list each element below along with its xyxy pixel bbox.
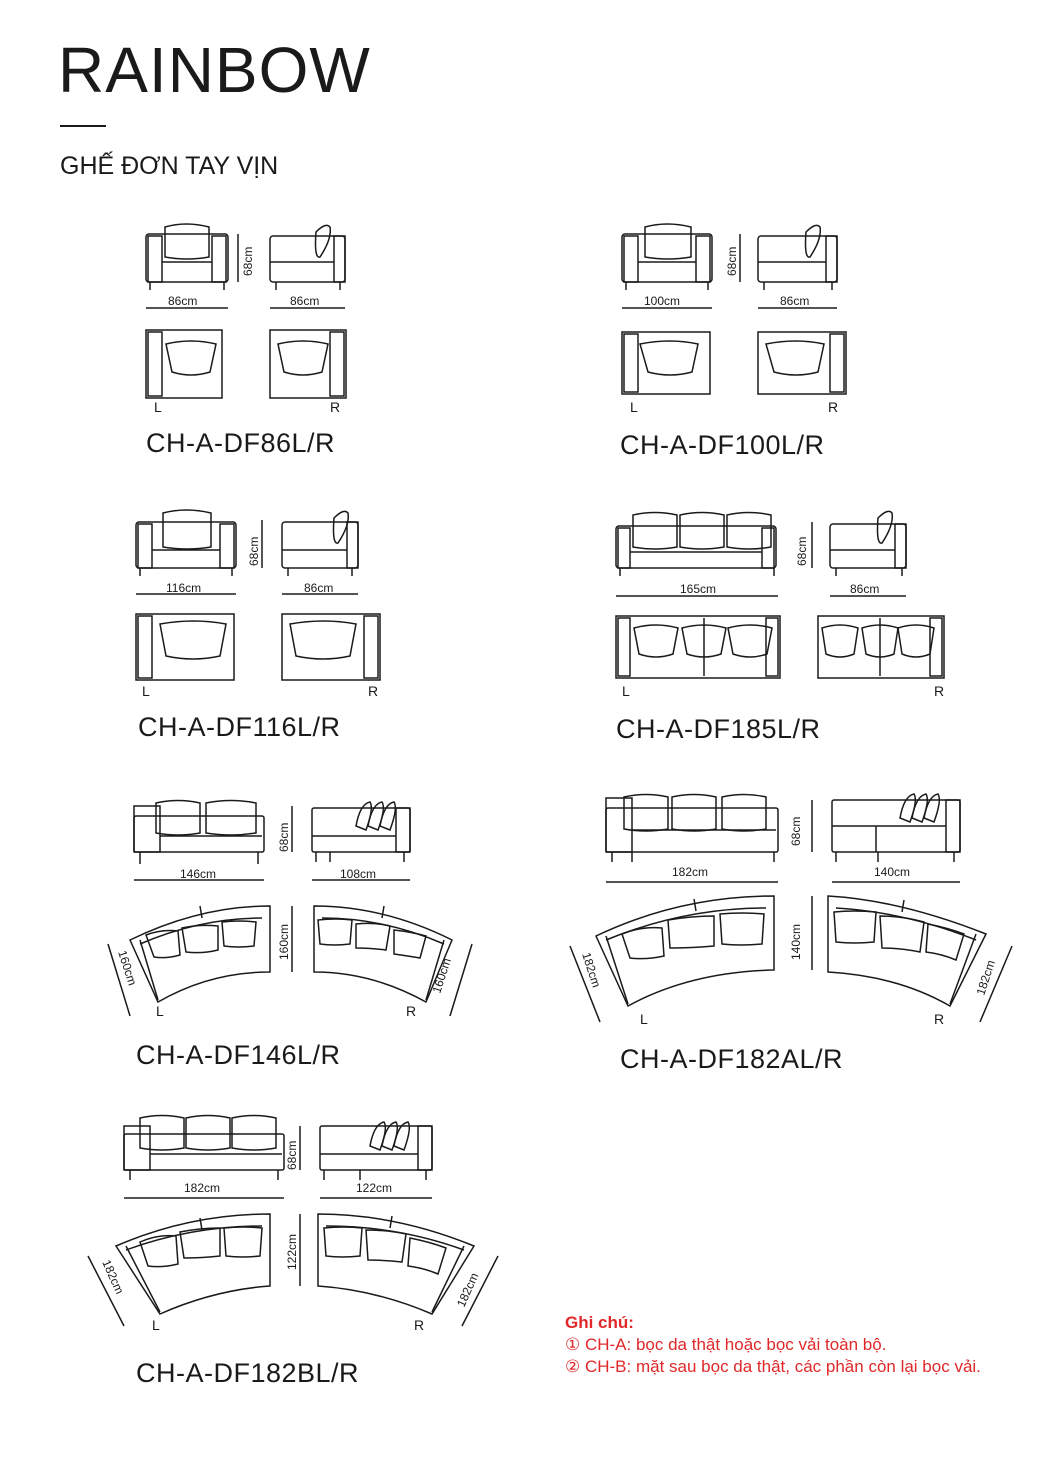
model-100-dimension-lines (622, 234, 837, 309)
notes-title: Ghi chú: (565, 1313, 634, 1332)
model-code-df182b: CH-A-DF182BL/R (136, 1358, 360, 1388)
model-182b-dimension-lines (87, 1126, 499, 1327)
m7-arc-right: 182cm (454, 1271, 481, 1310)
model-116-plan-views (135, 613, 381, 681)
model-116-side-view (281, 510, 359, 576)
model-182a-curved-plan-left (595, 895, 775, 1008)
model-146-curved-plan-right (313, 905, 453, 1004)
m1-left-label: L (154, 399, 162, 415)
m3-right-label: R (368, 683, 378, 699)
m4-height: 68cm (795, 537, 809, 566)
page-subtitle: GHẾ ĐƠN TAY VỊN (60, 152, 279, 180)
m4-front-width: 165cm (680, 582, 716, 596)
model-100-plan-views (621, 331, 847, 395)
model-185-side-view (829, 510, 907, 576)
m7-arc-left: 182cm (99, 1258, 126, 1297)
m2-height: 68cm (725, 247, 739, 276)
m5-height: 68cm (277, 823, 291, 852)
model-116-dimension-lines (136, 520, 358, 595)
model-185-front-view (615, 511, 777, 576)
m6-height: 68cm (789, 817, 803, 846)
m3-height: 68cm (247, 537, 261, 566)
title-divider (60, 125, 106, 127)
model-185-dimension-lines (616, 522, 906, 597)
m2-left-label: L (630, 399, 638, 415)
m1-side-width: 86cm (290, 294, 319, 308)
m4-left-label: L (622, 683, 630, 699)
m7-left-label: L (152, 1317, 160, 1333)
m1-height: 68cm (241, 247, 255, 276)
note-item-1: ① CH-A: bọc da thật hoặc bọc vải toàn bộ… (565, 1335, 887, 1354)
model-146-dimension-lines (107, 806, 473, 1017)
m1-right-label: R (330, 399, 340, 415)
m6-side-width: 140cm (874, 865, 910, 879)
m5-left-label: L (156, 1003, 164, 1019)
m4-right-label: R (934, 683, 944, 699)
model-182a-side-view (831, 793, 961, 862)
m7-right-label: R (414, 1317, 424, 1333)
model-86-front-view (145, 223, 229, 290)
model-code-df185: CH-A-DF185L/R (616, 714, 821, 744)
m2-front-width: 100cm (644, 294, 680, 308)
m3-front-width: 116cm (166, 581, 201, 595)
m7-side-width: 122cm (356, 1181, 392, 1195)
m2-right-label: R (828, 399, 838, 415)
model-86-side-view (269, 224, 346, 290)
m3-side-width: 86cm (304, 581, 333, 595)
model-146-curved-plan-left (129, 905, 271, 1004)
m2-side-width: 86cm (780, 294, 809, 308)
model-182b-side-view (319, 1121, 433, 1180)
m5-front-width: 146cm (180, 867, 216, 881)
m3-left-label: L (142, 683, 150, 699)
m6-front-width: 182cm (672, 865, 708, 879)
m5-depth: 160cm (277, 924, 291, 960)
model-code-df116: CH-A-DF116L/R (138, 712, 341, 742)
model-146-side-view (311, 801, 411, 862)
m5-right-label: R (406, 1003, 416, 1019)
m4-side-width: 86cm (850, 582, 879, 596)
model-185-plan-views (615, 615, 945, 679)
model-182a-dimension-lines (569, 800, 1013, 1023)
m1-front-width: 86cm (168, 294, 197, 308)
model-116-front-view (135, 509, 237, 576)
note-item-2: ② CH-B: mặt sau bọc da thật, các phần cò… (565, 1357, 981, 1376)
model-86-plan-views (145, 329, 347, 399)
model-86-dimension-lines (146, 234, 345, 309)
model-code-df182a: CH-A-DF182AL/R (620, 1044, 844, 1074)
model-code-df86: CH-A-DF86L/R (146, 428, 336, 458)
model-182b-front-view (123, 1114, 285, 1180)
m7-depth: 122cm (285, 1234, 299, 1270)
m6-right-label: R (934, 1011, 944, 1027)
model-146-front-view (133, 799, 265, 864)
model-code-df100: CH-A-DF100L/R (620, 430, 825, 460)
model-code-df146: CH-A-DF146L/R (136, 1040, 341, 1070)
m6-arc-left: 182cm (579, 951, 603, 990)
notes-box: Ghi chú: ① CH-A: bọc da thật hoặc bọc vả… (565, 1312, 981, 1378)
m6-left-label: L (640, 1011, 648, 1027)
page-title: RAINBOW (58, 34, 371, 106)
m7-front-width: 182cm (184, 1181, 220, 1195)
model-182b-curved-plan-right (317, 1213, 476, 1315)
model-100-side-view (757, 224, 838, 290)
m5-side-width: 108cm (340, 867, 376, 881)
m7-height: 68cm (285, 1141, 299, 1170)
model-182a-curved-plan-right (827, 895, 988, 1008)
m6-depth: 140cm (789, 924, 803, 960)
model-182a-front-view (605, 793, 779, 862)
model-100-front-view (621, 223, 713, 290)
model-182b-curved-plan-left (114, 1213, 271, 1315)
m6-arc-right: 182cm (974, 958, 998, 997)
